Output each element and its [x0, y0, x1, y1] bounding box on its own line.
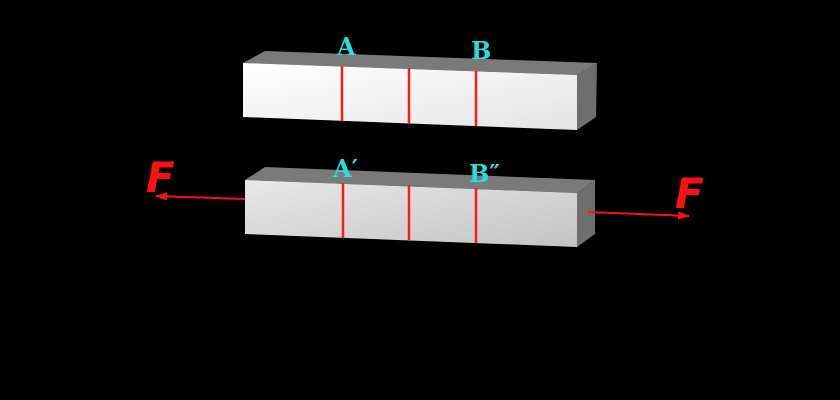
- force-right-arrow: [587, 211, 690, 220]
- mark-label-a-prime: A′: [332, 154, 358, 183]
- unloaded-bar-top-face: [243, 51, 597, 75]
- force-left: F: [146, 153, 246, 202]
- force-left-label: F: [146, 153, 175, 202]
- force-right-label: F: [675, 169, 704, 218]
- loaded-bar-top-face: [245, 167, 595, 193]
- mark-label-b-double-prime: B″: [469, 159, 500, 188]
- mark-label-b: B: [471, 36, 491, 65]
- loaded-bar-side-face: [577, 180, 595, 247]
- force-right: F: [587, 169, 704, 220]
- unloaded-bar-side-face: [577, 63, 597, 130]
- unloaded-bar: A B: [243, 32, 597, 130]
- force-left-arrow: [155, 192, 246, 201]
- mark-label-a: A: [336, 32, 356, 61]
- loaded-bar: A′ B″: [245, 154, 595, 247]
- loaded-bar-front-face: [245, 180, 577, 247]
